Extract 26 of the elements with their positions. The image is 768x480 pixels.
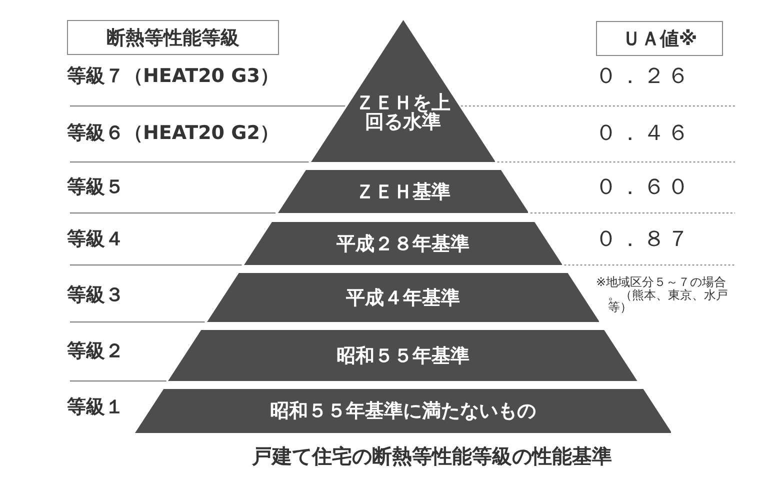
grade-label: 等級５ (67, 178, 124, 197)
ua-value: ０．６０ (595, 177, 691, 199)
tier-label: 平成４年基準 (344, 286, 461, 310)
grade-label: 等級３ (67, 286, 124, 305)
column-header: ＵＡ値※ (596, 21, 723, 56)
grade-label: 等級１ (67, 398, 124, 417)
pyramid-tier (134, 389, 672, 433)
tier-label: 平成２８年基準 (336, 232, 470, 256)
ua-value: ０．４６ (595, 123, 691, 145)
grade-label: 等級６（HEAT20 G2） (67, 124, 279, 143)
tier-label: ＺＥＨを上回る水準 (354, 91, 452, 135)
pyramid-tier (168, 330, 638, 381)
tier-label: 昭和５５年基準 (335, 344, 470, 368)
pyramid-apex (310, 20, 496, 162)
pyramid-tier (278, 170, 528, 213)
footnote: ※地域区分５～７の場合。（熊本、東京、水戸等） (596, 276, 729, 314)
tier-label: ＺＥＨ基準 (354, 180, 452, 204)
grade-label: 等級４ (67, 230, 124, 249)
column-header: 断熱等性能等級 (67, 20, 279, 55)
pyramid-tier (244, 222, 562, 265)
grade-label: 等級２ (67, 342, 124, 361)
grade-label: 等級７（HEAT20 G3） (67, 67, 279, 86)
tier-label: 昭和５５年基準に満たないもの (268, 399, 537, 424)
ua-value: ０．２６ (595, 66, 691, 88)
ua-value: ０．８７ (595, 229, 691, 251)
caption: 戸建て住宅の断熱等性能等級の性能基準 (251, 443, 613, 470)
